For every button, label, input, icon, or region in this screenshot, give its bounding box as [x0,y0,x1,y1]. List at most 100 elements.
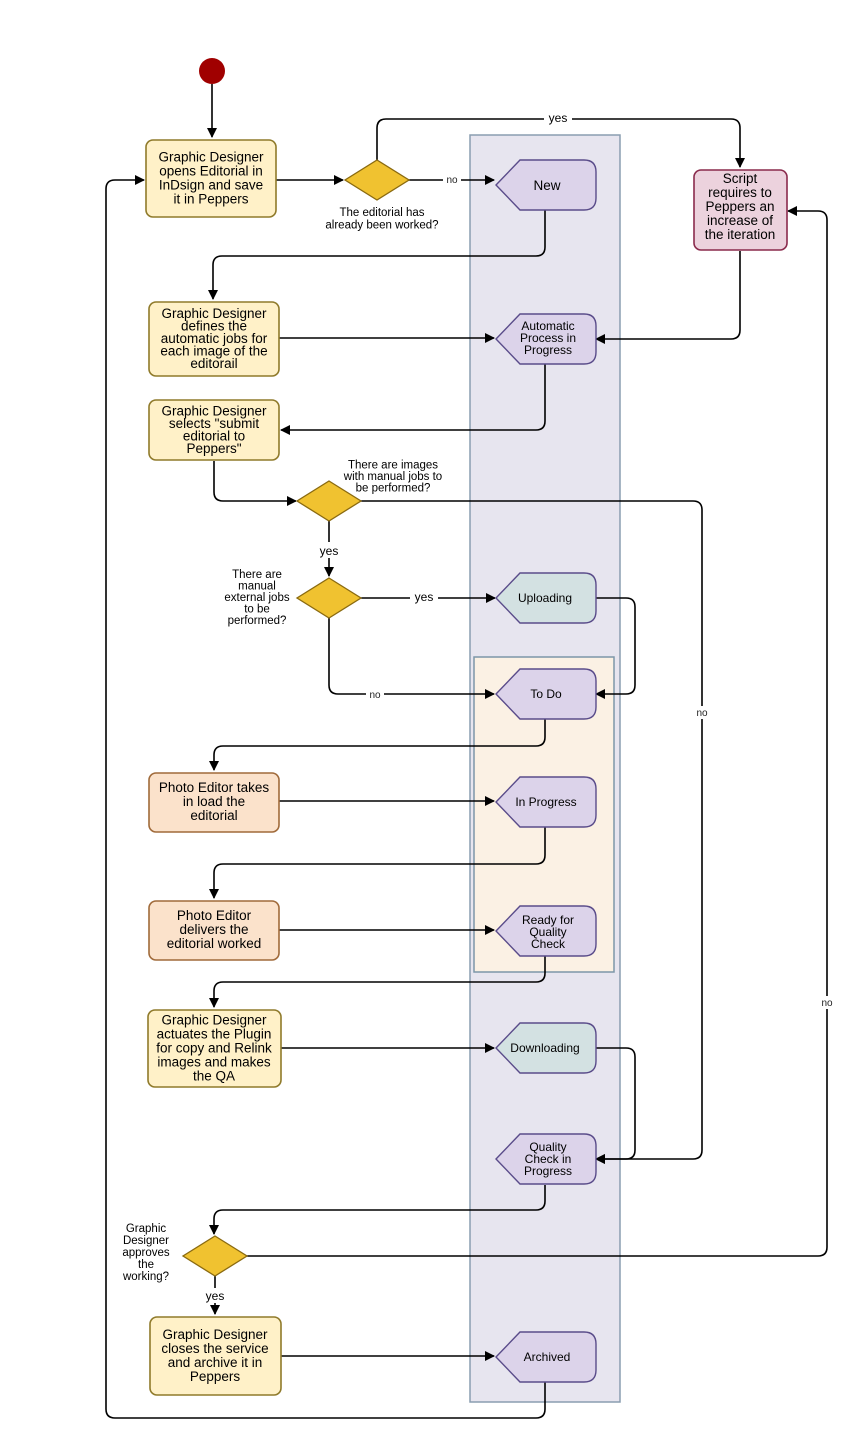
edge-new-to-define [208,209,546,300]
state-in-progress[interactable]: In Progress [495,776,597,828]
label-line: Graphic Designer [161,1013,267,1028]
state-downloading[interactable]: Downloading [495,1022,597,1074]
label-line: There are images [348,460,438,472]
state-new[interactable]: New [495,159,597,211]
label-line: Graphic Designer [162,1327,268,1342]
label-line: Photo Editor takes [159,780,270,795]
label-line: Graphic Designer [158,150,264,165]
state-to-do-label: To Do [530,687,562,701]
state-to-do[interactable]: To Do [495,668,597,720]
label-line: Process in [520,331,576,345]
label-line: editorial [190,808,237,823]
start-node [199,58,225,84]
label-line: already been worked? [325,219,438,231]
edge-script-to-auto [595,251,741,344]
state-uploading[interactable]: Uploading [495,572,597,624]
label-line: Graphic Designer [161,403,267,418]
label-yes-script: yes [549,111,568,125]
label-line: for copy and Relink [156,1041,272,1056]
label-yes-close: yes [206,1289,225,1303]
label-line: Check [531,937,566,951]
label-no-script: no [821,998,833,1009]
label-line: editorail [190,356,237,371]
label-line: increase of [707,213,773,228]
label-line: performed? [228,615,287,627]
label-line: Peppers" [186,441,241,456]
label-line: To Do [530,687,562,701]
label-line: Archived [524,1350,571,1364]
label-line: closes the service [161,1341,268,1356]
label-line: Uploading [518,591,572,605]
label-line: to be [244,604,270,616]
label-line: be performed? [356,483,431,495]
label-line: and archive it in [168,1355,263,1370]
label-line: the QA [193,1069,235,1084]
edge-todo-to-load [209,719,546,771]
label-line: Ready for [522,913,574,927]
label-line: opens Editorial in [159,164,263,179]
label-line: Peppers [190,1369,241,1384]
label-line: in load the [183,794,245,809]
edge-uploading-to-todo [595,597,636,699]
label-line: manual [238,581,276,593]
edge-labels: yes no yes yes no no no yes [201,111,836,1303]
label-line: InDsign and save [159,178,263,193]
label-line: Check in [525,1152,572,1166]
state-uploading-label: Uploading [518,591,572,605]
label-line: it in Peppers [173,192,248,207]
label-line: Progress [524,1164,572,1178]
label-line: approves [122,1247,170,1259]
edges [105,84,828,1419]
label-line: Quality [529,925,566,939]
edge-manual-no-qcip [361,500,703,1164]
label-line: The editorial has [339,207,424,219]
edge-archived-to-open [105,175,546,1419]
state-archived[interactable]: Archived [495,1331,597,1383]
label-line: Quality [529,1140,566,1154]
label-line: Photo Editor [177,908,252,923]
label-line: selects "submit [169,416,260,431]
label-line: Graphic Designer [161,306,267,321]
label-line: actuates the Plugin [157,1027,272,1042]
label-line: external jobs [224,592,289,604]
state-in-progress-label: In Progress [515,795,576,809]
edge-qcip-to-approves [209,1185,546,1235]
edge-auto-to-submit [280,364,546,435]
edge-inprogress-to-deliver [209,827,546,899]
state-new-label: New [533,178,560,193]
label-line: delivers the [179,922,248,937]
label-line: the [138,1259,154,1271]
label-line: images and makes [157,1055,271,1070]
edge-downloading-to-qcip [595,1047,636,1164]
label-line: each image of the [160,344,267,359]
label-line: Script [723,171,758,186]
label-yes-external: yes [320,544,339,558]
label-line: Downloading [510,1041,579,1055]
label-line: editorial worked [167,936,262,951]
label-line: defines the [181,319,247,334]
